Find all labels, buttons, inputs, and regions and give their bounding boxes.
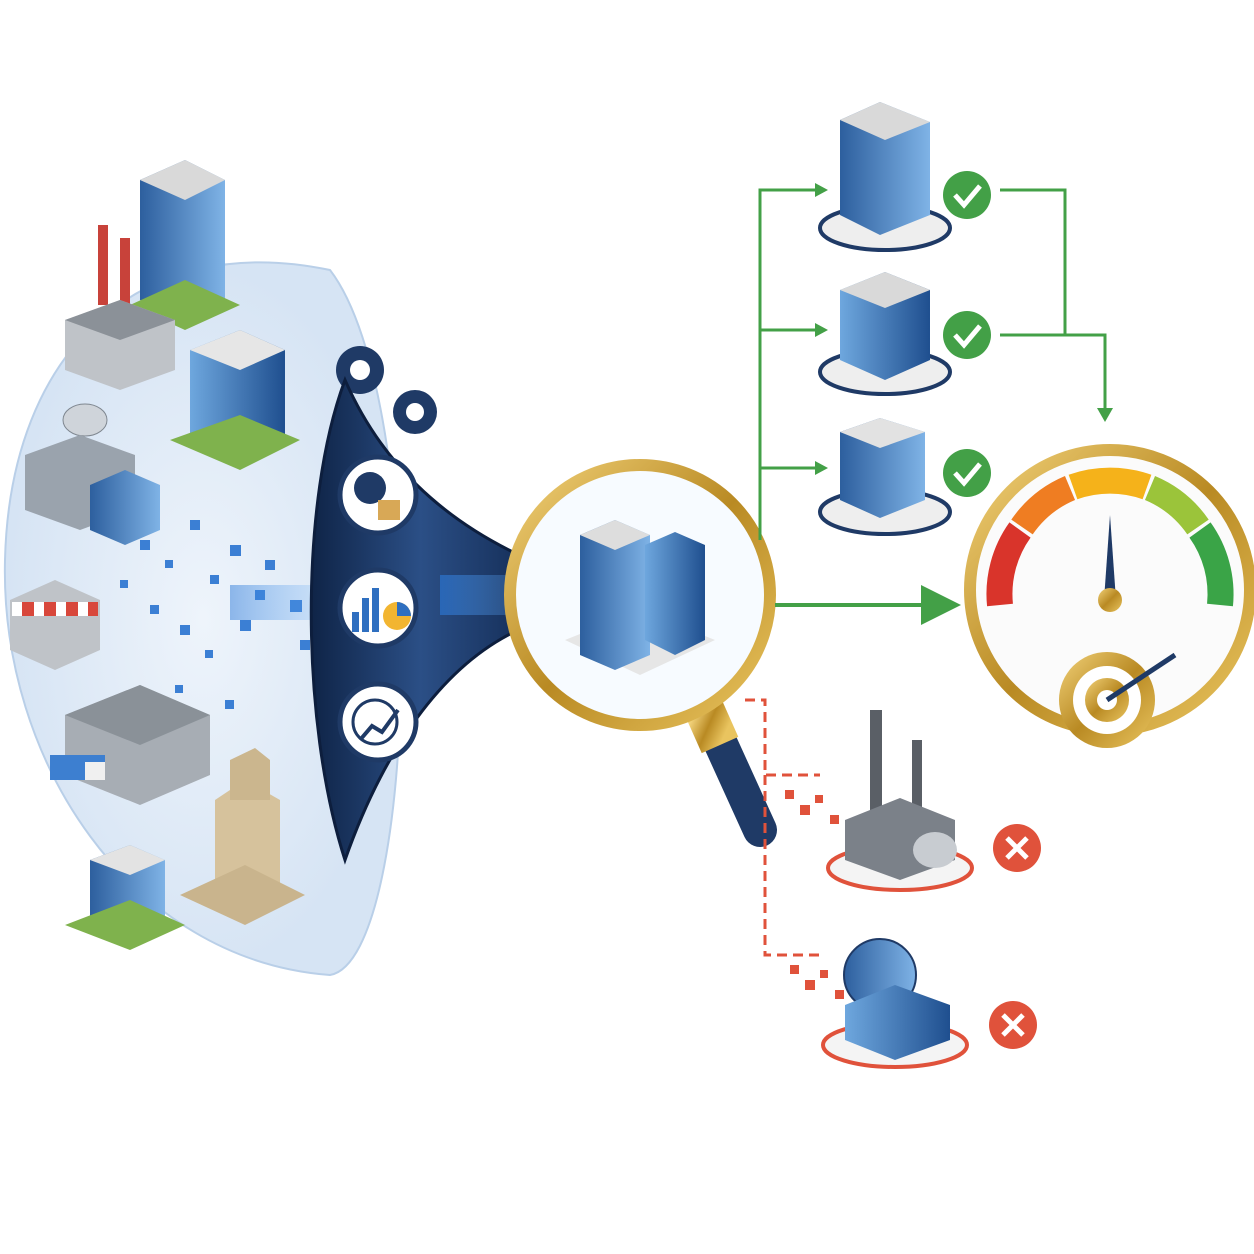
- building-selected-office-tower: [565, 520, 715, 675]
- building-storefront-with-awning: [10, 580, 100, 670]
- accepted-company-1: [818, 102, 952, 252]
- bar-pie-chart-icon: [352, 588, 411, 632]
- accept-arrowhead-2: [815, 323, 828, 337]
- cross-icon: [993, 824, 1041, 872]
- reject-branch: [745, 698, 820, 957]
- rejected-industrial-plant: [826, 710, 974, 892]
- gear-icon-small: [393, 390, 437, 434]
- funnel-stage-globe-trend: [337, 681, 419, 763]
- building-warehouse-with-truck: [50, 685, 210, 805]
- check-icon: [943, 171, 991, 219]
- gauge-needle: [1104, 515, 1116, 600]
- rejected-globe-dome-building: [821, 938, 969, 1069]
- gauge-arrowhead: [1097, 408, 1113, 422]
- building-factory-with-smokestacks: [65, 225, 175, 390]
- building-telecom-building-with-dish: [25, 403, 160, 545]
- accept-arrowhead-1: [815, 183, 828, 197]
- target-arrow-icon: [1059, 652, 1177, 748]
- funnel-stage-gear-box: [337, 454, 419, 536]
- cross-icon: [989, 1001, 1037, 1049]
- globe-trend-icon: [351, 698, 400, 746]
- accept-branch: [758, 188, 815, 540]
- reject-data-pixels: [785, 790, 844, 999]
- building-small-office: [65, 845, 185, 950]
- gear-box-icon: [354, 472, 386, 504]
- performance-gauge: [964, 444, 1254, 736]
- accepted-company-3: [818, 418, 952, 536]
- accept-to-gauge-line: [1000, 188, 1107, 410]
- building-office-block: [170, 330, 300, 470]
- gear-icon-large: [336, 346, 384, 394]
- check-icon: [943, 311, 991, 359]
- accepted-company-2: [818, 272, 952, 396]
- building-tower-headquarters: [130, 160, 240, 330]
- accept-arrowhead-3: [815, 461, 828, 475]
- funnel-stage-bar-pie-chart: [337, 567, 419, 649]
- check-icon: [943, 449, 991, 497]
- building-art-deco-skyscraper: [180, 748, 305, 925]
